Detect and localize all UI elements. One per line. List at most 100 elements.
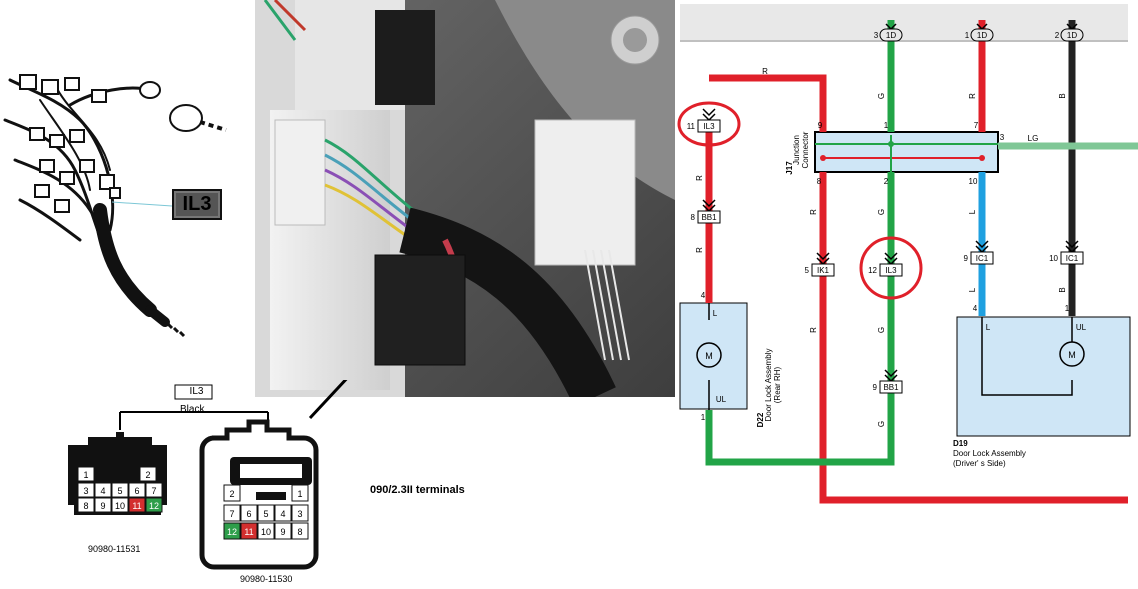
- rear-lock-term: L: [713, 309, 718, 318]
- right-pin-10: 10: [257, 522, 275, 540]
- rear-lock-name: Door Lock Assembly: [764, 349, 773, 422]
- wire-color-label: R: [695, 175, 704, 181]
- left-pin-number: 10: [115, 501, 125, 511]
- harness-sketch: [3, 74, 227, 338]
- rear-lock-motor: M: [705, 351, 713, 361]
- left-pin-4: 4: [94, 482, 112, 498]
- left-pin-number: 8: [83, 501, 88, 511]
- left-pin-number: 11: [132, 501, 141, 511]
- right-pin-6: 6: [240, 504, 258, 522]
- left-pin-11: 11: [128, 497, 146, 513]
- right-part-number: 90980-11530: [240, 574, 293, 584]
- top-connector-pin: 2: [1055, 31, 1060, 40]
- left-pin-9: 9: [94, 497, 112, 513]
- wire-color-label: R: [809, 209, 818, 215]
- wire-color-label: L: [968, 287, 977, 292]
- junction-name-1: Junction: [792, 135, 801, 165]
- junction-pin: 2: [884, 177, 889, 186]
- rear-lock-pin: 4: [701, 291, 706, 300]
- inline-connector-IK1-5: IK1 5: [805, 252, 835, 277]
- top-connector-pin: 1: [965, 31, 970, 40]
- inline-connector-id: IL3: [885, 266, 897, 275]
- junction-name-2: Connector: [801, 131, 810, 168]
- wire-green-return: [705, 410, 895, 466]
- wire-color-label: G: [877, 209, 886, 215]
- left-pin-number: 7: [151, 486, 156, 496]
- highlight-il3-center: [859, 236, 923, 300]
- right-pin-number: 3: [297, 509, 302, 519]
- schematic-header-band: [680, 4, 1128, 42]
- inline-connector-pin: 8: [691, 213, 696, 222]
- top-connector-pin: 3: [874, 31, 879, 40]
- inline-connector-pin: 12: [868, 266, 877, 275]
- inline-connector-pin: 5: [805, 266, 810, 275]
- junction-pin: 9: [818, 121, 823, 130]
- right-pin-9: 9: [274, 522, 292, 540]
- right-pin-number: 7: [229, 509, 234, 519]
- right-pin-8: 8: [291, 522, 309, 540]
- left-pin-1: 1: [77, 466, 95, 482]
- junction-pin: 8: [817, 177, 822, 186]
- driver-lock-term: L: [986, 323, 991, 332]
- driver-lock-pin: 1: [1065, 304, 1070, 313]
- right-pin-11: 11: [240, 522, 258, 540]
- junction-pin: 1: [884, 121, 889, 130]
- left-pin-number: 5: [117, 486, 122, 496]
- right-pin-number: 2: [229, 489, 234, 499]
- junction-connector-j17: [814, 131, 999, 173]
- left-pin-2: 2: [139, 466, 157, 482]
- connector-header-label: IL3: [189, 386, 204, 397]
- right-pin-number: 6: [246, 509, 251, 519]
- wire-color-label: G: [877, 93, 886, 99]
- driver-lock-motor: M: [1068, 350, 1076, 360]
- inline-connector-pin: 10: [1049, 254, 1058, 263]
- driver-lock-name-2: (Driver' s Side): [953, 459, 1006, 468]
- inline-connector-id: BB1: [701, 213, 717, 222]
- top-connector-id: 1D: [886, 31, 896, 40]
- right-pin-number: 8: [297, 527, 302, 537]
- left-pin-3: 3: [77, 482, 95, 498]
- left-pin-number: 2: [145, 470, 150, 480]
- left-pin-number: 6: [134, 486, 139, 496]
- wire-red-ik1: [819, 172, 1128, 504]
- connector-photo: [255, 0, 675, 397]
- wire-color-label: R: [809, 327, 818, 333]
- wire-red-loop: [709, 74, 827, 132]
- top-connector-id: 1D: [977, 31, 987, 40]
- inline-connector-IL3-12: IL3 12: [868, 252, 903, 277]
- wire-color-label: R: [968, 93, 977, 99]
- right-pin-7: 7: [223, 504, 241, 522]
- driver-lock-name: Door Lock Assembly: [953, 449, 1026, 458]
- wire-color-label: R: [762, 67, 768, 76]
- left-pin-12: 12: [145, 497, 163, 513]
- left-pin-10: 10: [111, 497, 129, 513]
- wire-color-label: B: [1058, 93, 1067, 98]
- right-pin-number: 9: [280, 527, 285, 537]
- highlight-il3-left: [677, 101, 741, 147]
- rear-lock-id: D22: [756, 412, 765, 427]
- left-pin-5: 5: [111, 482, 129, 498]
- left-pin-number: 1: [83, 470, 88, 480]
- left-pin-8: 8: [77, 497, 95, 513]
- top-connector-id: 1D: [1067, 31, 1077, 40]
- inline-connector-pin: 9: [964, 254, 969, 263]
- wire-color-label: L: [968, 209, 977, 214]
- left-pin-number: 12: [149, 501, 159, 511]
- wire-color-label: G: [877, 327, 886, 333]
- left-pin-number: 4: [100, 486, 105, 496]
- harness-callout-il3: IL3: [172, 189, 222, 220]
- inline-connector-BB1-8: BB1 8: [691, 199, 721, 224]
- top-connector-1D-2: 1D 2: [1055, 23, 1084, 42]
- wire-color-label: R: [695, 247, 704, 253]
- inline-connector-id: IC1: [976, 254, 989, 263]
- top-connector-1D-3: 1D 3: [874, 23, 903, 42]
- inline-connector-id: IK1: [817, 266, 830, 275]
- right-pin-number: 11: [244, 527, 253, 537]
- right-pin-number: 4: [280, 509, 285, 519]
- junction-pin: 7: [974, 121, 979, 130]
- inline-connector-id: IL3: [703, 122, 715, 131]
- left-pin-7: 7: [145, 482, 163, 498]
